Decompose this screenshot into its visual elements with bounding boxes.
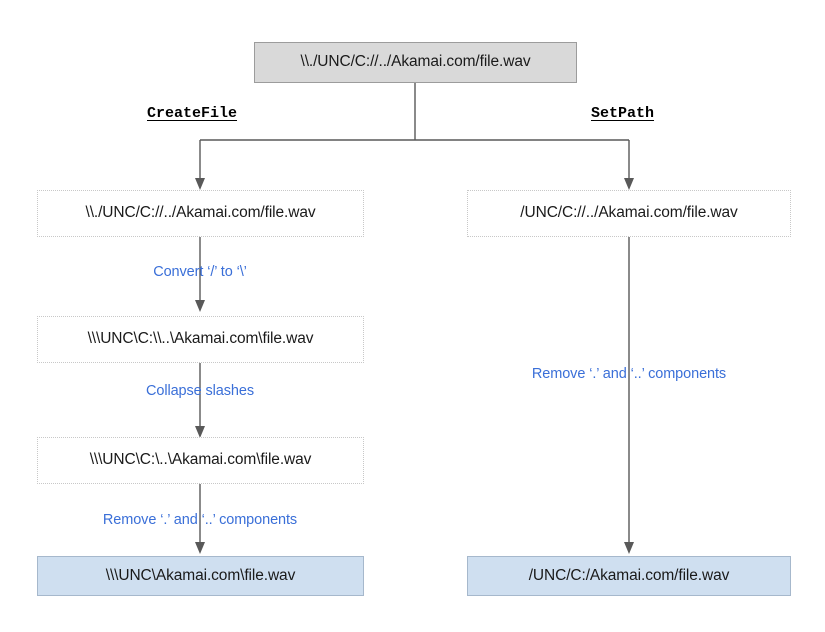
arrowhead-right-1 xyxy=(624,542,634,554)
root-path-text: \\./UNC/C://../Akamai.com/file.wav xyxy=(300,53,531,71)
arrowhead-right-branch xyxy=(624,178,634,190)
createfile-step-1-box: \\./UNC/C://../Akamai.com/file.wav xyxy=(37,190,364,237)
setpath-transition-1-label: Remove ‘.’ and ‘..’ components xyxy=(531,366,727,382)
createfile-result-text: \\\UNC\Akamai.com\file.wav xyxy=(105,566,296,584)
createfile-step-1-text: \\./UNC/C://../Akamai.com/file.wav xyxy=(85,204,316,222)
arrowhead-left-1 xyxy=(195,300,205,312)
createfile-step-2-text: \\\UNC\C:\\..\Akamai.com\file.wav xyxy=(87,330,314,348)
createfile-transition-1-label: Convert ‘/’ to ‘\’ xyxy=(153,264,247,280)
createfile-step-3-box: \\\UNC\C:\..\Akamai.com\file.wav xyxy=(37,437,364,484)
branch-label-createfile: CreateFile xyxy=(147,105,238,122)
arrowhead-left-branch xyxy=(195,178,205,190)
setpath-result-box: /UNC/C:/Akamai.com/file.wav xyxy=(467,556,791,596)
createfile-transition-3-label: Remove ‘.’ and ‘..’ components xyxy=(102,512,298,528)
setpath-step-1-box: /UNC/C://../Akamai.com/file.wav xyxy=(467,190,791,237)
root-path-box: \\./UNC/C://../Akamai.com/file.wav xyxy=(254,42,577,83)
branch-label-setpath: SetPath xyxy=(591,105,655,122)
setpath-result-text: /UNC/C:/Akamai.com/file.wav xyxy=(528,566,730,584)
arrowhead-left-3 xyxy=(195,542,205,554)
createfile-transition-2-label: Collapse slashes xyxy=(145,383,254,399)
setpath-step-1-text: /UNC/C://../Akamai.com/file.wav xyxy=(520,204,738,222)
createfile-step-3-text: \\\UNC\C:\..\Akamai.com\file.wav xyxy=(89,451,312,469)
createfile-result-box: \\\UNC\Akamai.com\file.wav xyxy=(37,556,364,596)
createfile-step-2-box: \\\UNC\C:\\..\Akamai.com\file.wav xyxy=(37,316,364,363)
